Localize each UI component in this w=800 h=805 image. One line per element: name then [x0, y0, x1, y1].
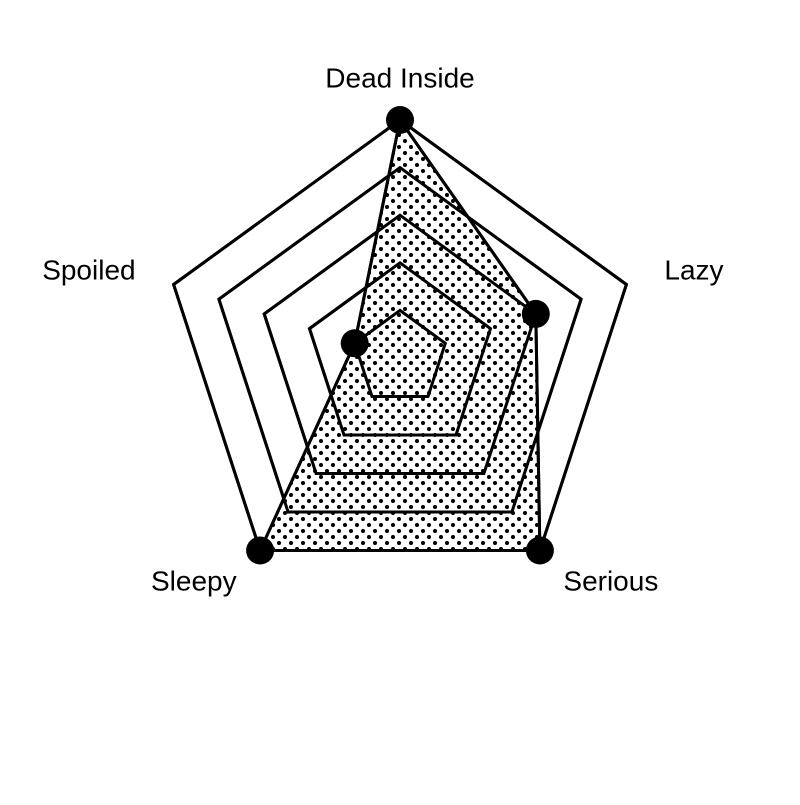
data-layer — [171, 116, 629, 552]
data-point-sleepy — [246, 536, 275, 565]
axis-label-serious: Serious — [563, 565, 658, 596]
axis-label-dead-inside: Dead Inside — [325, 62, 474, 93]
grid-ring-overlay-2 — [307, 260, 493, 437]
data-point-lazy — [521, 299, 550, 328]
axis-label-sleepy: Sleepy — [151, 565, 237, 596]
marker-layer — [246, 106, 554, 565]
data-area — [257, 116, 542, 552]
axis-label-spoiled: Spoiled — [42, 254, 135, 285]
grid-ring-overlay-3 — [262, 213, 538, 475]
data-point-spoiled — [340, 329, 369, 358]
data-point-serious — [525, 536, 554, 565]
data-point-dead-inside — [386, 106, 414, 134]
axis-label-lazy: Lazy — [664, 254, 723, 285]
grid-ring-overlay-4 — [217, 165, 583, 514]
data-outline — [257, 116, 542, 552]
